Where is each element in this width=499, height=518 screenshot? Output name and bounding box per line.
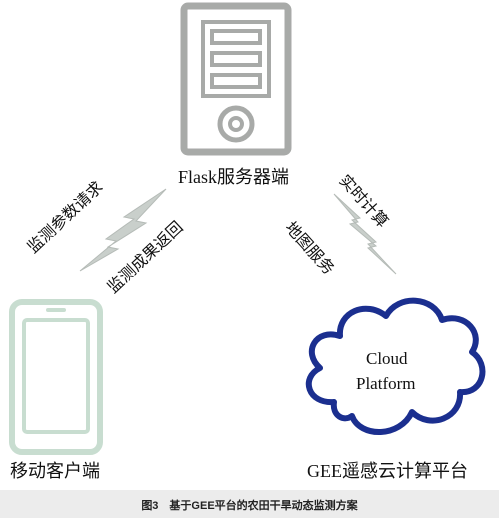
mobile-label: 移动客户端 (10, 461, 100, 481)
cloud-label: GEE遥感云计算平台 (307, 461, 468, 481)
cloud-text-line1: Cloud (366, 349, 408, 368)
figure-caption: 图3 基于GEE平台的农田干旱动态监测方案 (141, 500, 358, 512)
server-label: Flask服务器端 (178, 167, 290, 187)
caption-bar (0, 490, 499, 518)
cloud-text-line2: Platform (356, 374, 416, 393)
cloud-icon (305, 297, 486, 435)
left-lightning-icon (79, 188, 167, 272)
phone-icon (9, 299, 103, 455)
server-icon (180, 2, 292, 156)
right-lightning-icon (333, 193, 397, 275)
